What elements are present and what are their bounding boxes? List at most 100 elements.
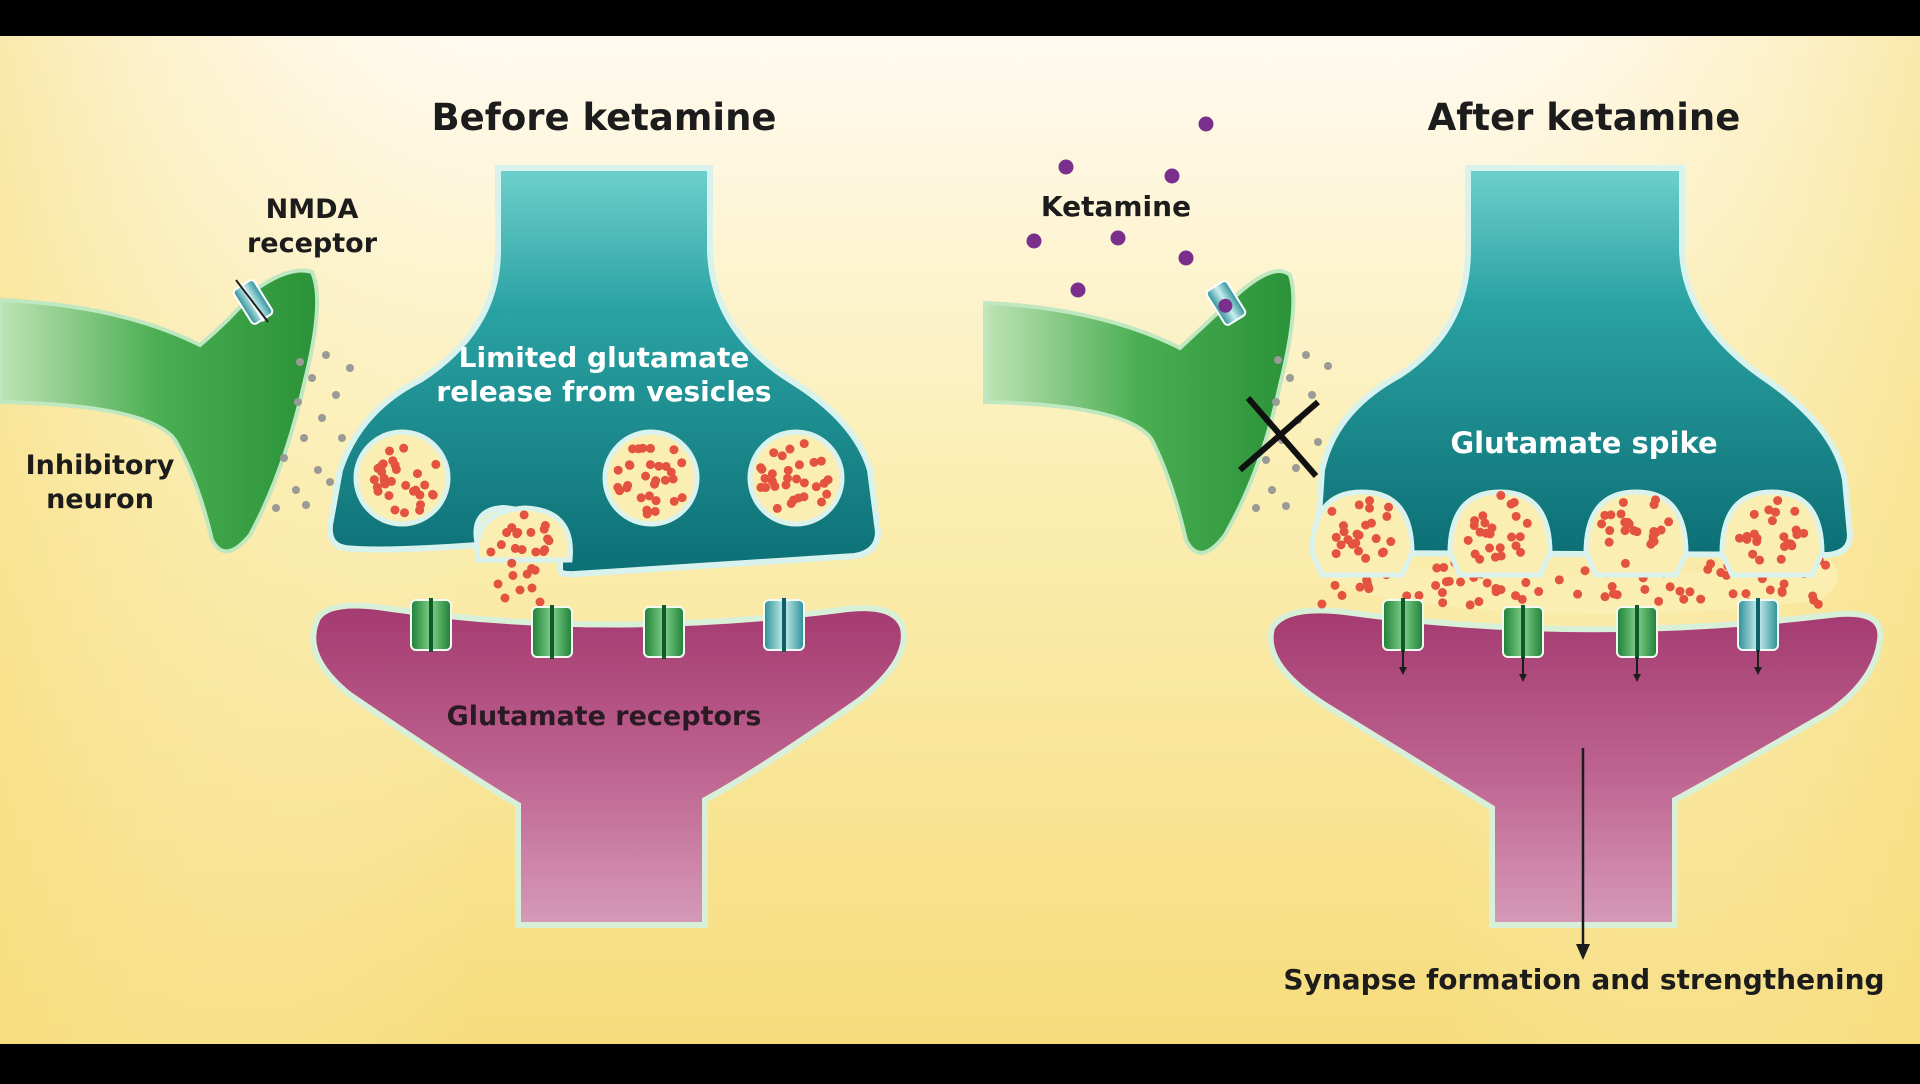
glutamate-dot — [1327, 506, 1337, 516]
glutamate-dot — [1474, 597, 1484, 607]
glutamate-dot — [1355, 582, 1365, 592]
glutamate-dot — [1331, 532, 1341, 542]
glutamate-dot — [1515, 547, 1525, 557]
glutamate-dot — [1764, 505, 1774, 515]
glutamate-dot — [384, 491, 394, 501]
neurotransmitter-dot — [326, 478, 334, 486]
glutamate-dot — [428, 490, 438, 500]
ketamine-molecule — [1164, 168, 1180, 184]
glutamate-dot — [1495, 543, 1505, 553]
after-inhibitory-neuron — [983, 269, 1296, 555]
vesicle — [353, 429, 451, 527]
glutamate-dot — [1414, 590, 1424, 600]
glutamate-dot — [760, 473, 770, 483]
glutamate-dot — [1317, 599, 1327, 609]
glutamate-dot — [1755, 555, 1765, 565]
glutamate-dot — [1487, 523, 1497, 533]
glutamate-dot — [1675, 586, 1685, 596]
glutamate-dot — [510, 543, 520, 553]
glutamate-dot — [1752, 537, 1762, 547]
glutamate-dot — [1507, 532, 1517, 542]
glutamate-dot — [816, 456, 826, 466]
ion-flow-arrow-head — [1754, 667, 1762, 675]
glutamate-dot — [769, 448, 779, 458]
ketamine-molecule — [1178, 250, 1194, 266]
glutamate-dot — [1776, 554, 1786, 564]
glutamate-dot — [1748, 549, 1758, 559]
glutamate-dot — [819, 478, 829, 488]
neurotransmitter-dot — [1268, 486, 1276, 494]
glutamate-dot — [781, 480, 791, 490]
glutamate-dot — [500, 593, 510, 603]
synapse-formation-label: Synapse formation and strengthening — [1283, 963, 1884, 996]
glutamate-dot — [1482, 578, 1492, 588]
glutamate-dot — [777, 451, 787, 461]
receptors-label: Glutamate receptors — [447, 701, 762, 732]
glutamate-dot — [388, 456, 398, 466]
neurotransmitter-dot — [280, 454, 288, 462]
ketamine-molecule — [1070, 282, 1086, 298]
glutamate-dot — [623, 480, 633, 490]
glutamate-dot — [1554, 575, 1564, 585]
ketamine-molecule — [1110, 230, 1126, 246]
inhibitory-label-line1: Inhibitory — [26, 450, 175, 481]
neurotransmitter-dot — [302, 501, 310, 509]
before-glutamate-receptors — [410, 598, 805, 659]
glutamate-dot — [1354, 500, 1364, 510]
glutamate-dot — [641, 471, 651, 481]
glutamate-dot — [386, 476, 396, 486]
glutamate-dot — [1371, 534, 1381, 544]
glutamate-dot — [1773, 496, 1783, 506]
glutamate-dot — [1496, 551, 1506, 561]
after-glutamate-receptors — [1382, 598, 1779, 682]
glutamate-dot — [1696, 594, 1706, 604]
fused-vesicle — [1447, 489, 1553, 578]
inhibitory-label-line2: neuron — [46, 484, 154, 515]
glutamate-dot — [1441, 577, 1451, 587]
before-inhibitory-neurotransmitters — [272, 351, 354, 512]
ketamine-molecule — [1198, 116, 1214, 132]
glutamate-dot — [1779, 532, 1789, 542]
neurotransmitter-dot — [1314, 438, 1322, 446]
glutamate-dot — [379, 476, 389, 486]
glutamate-dot — [817, 497, 827, 507]
glutamate-dot — [1767, 516, 1777, 526]
glutamate-dot — [1640, 584, 1650, 594]
glutamate-dot — [496, 540, 506, 550]
glutamate-dot — [401, 480, 411, 490]
glutamate-dot — [377, 467, 387, 477]
glutamate-dot — [1821, 560, 1831, 570]
neurotransmitter-dot — [346, 364, 354, 372]
glutamate-dot — [1517, 594, 1527, 604]
before-presynaptic-neuron — [326, 165, 882, 578]
neurotransmitter-dot — [318, 414, 326, 422]
glutamate-dot — [1742, 534, 1752, 544]
glutamate-dot — [539, 524, 549, 534]
glutamate-dot — [645, 460, 655, 470]
neurotransmitter-dot — [314, 466, 322, 474]
neurotransmitter-dot — [1324, 362, 1332, 370]
glutamate-dot — [1741, 589, 1751, 599]
glutamate-dot — [642, 509, 652, 519]
ketamine-molecule — [1058, 159, 1074, 175]
glutamate-dot — [799, 439, 809, 449]
glutamate-dot — [1771, 507, 1781, 517]
glutamate-dot — [1511, 541, 1521, 551]
glutamate-dot — [1790, 506, 1800, 516]
neurotransmitter-dot — [1272, 398, 1280, 406]
glutamate-dot — [677, 458, 687, 468]
release-label-line1: Limited glutamate — [459, 341, 750, 374]
glutamate-dot — [661, 461, 671, 471]
neurotransmitter-dot — [322, 351, 330, 359]
neurotransmitter-dot — [1274, 356, 1282, 364]
before-vesicles — [353, 429, 845, 607]
glutamate-cloud-area — [1316, 555, 1838, 614]
glutamate-dot — [399, 508, 409, 518]
glutamate-dot — [502, 528, 512, 538]
glutamate-dot — [1786, 540, 1796, 550]
glutamate-dot — [1813, 599, 1823, 609]
glutamate-dot — [646, 443, 656, 453]
glutamate-receptor-channel — [410, 598, 452, 652]
nmda-pointer-line — [235, 279, 269, 323]
neurotransmitter-dot — [1302, 351, 1310, 359]
